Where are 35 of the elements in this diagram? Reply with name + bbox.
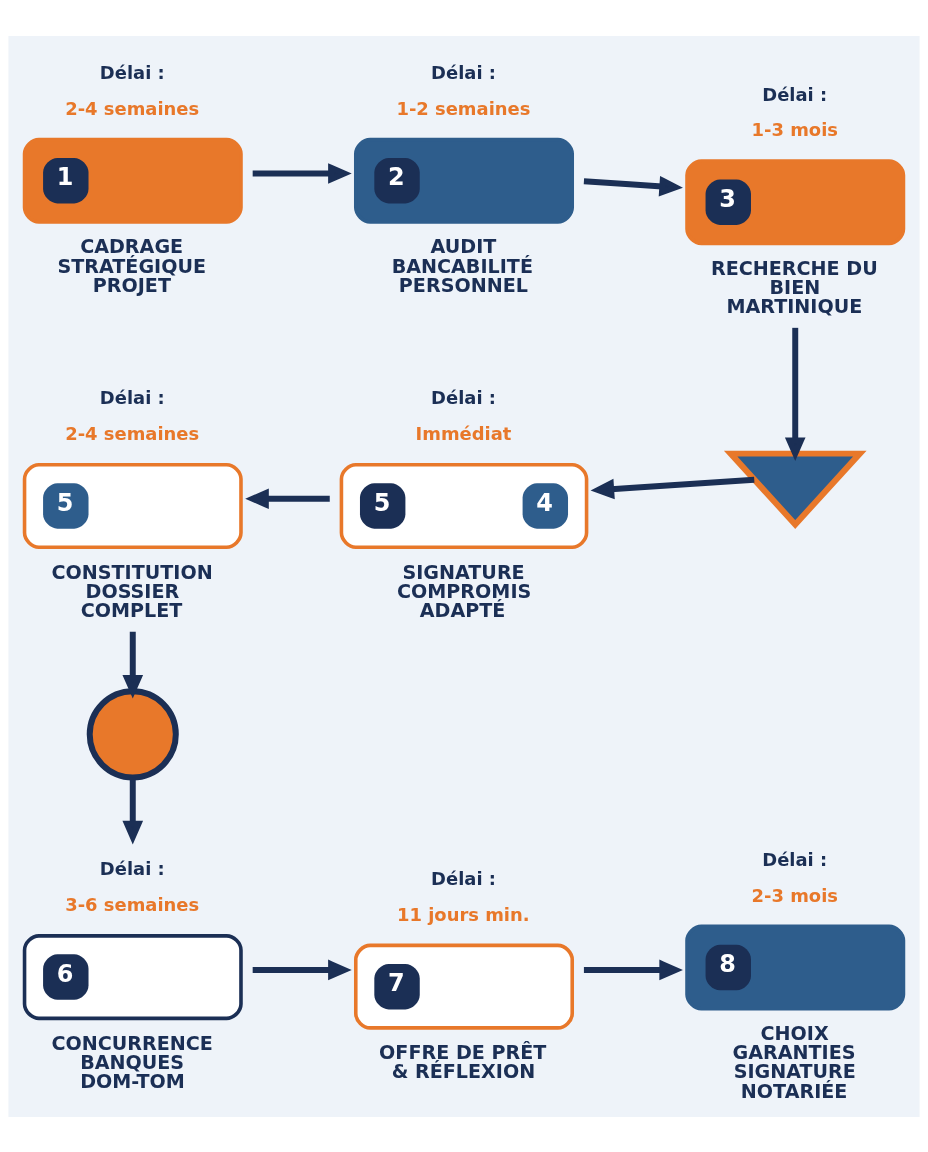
node-label: CONCURRENCE BANQUES DOM-TOM xyxy=(51,1031,213,1093)
node-label: 2-4 semaines xyxy=(65,97,200,119)
node-label: 11 jours min. xyxy=(397,903,530,925)
node-label: 1-3 mois xyxy=(751,118,839,140)
node-chevron xyxy=(723,450,867,529)
node-label: Délai : xyxy=(762,83,828,105)
node-label: 2-3 mois xyxy=(751,884,839,906)
node-label: 3-6 semaines xyxy=(65,893,200,915)
arrow xyxy=(583,175,683,197)
arrow xyxy=(122,631,144,699)
node-label: RECHERCHE DU BIEN MARTINIQUE xyxy=(710,256,878,318)
node-label: SIGNATURE COMPROMIS ADAPTÉ xyxy=(397,560,532,622)
node-label: Délai : xyxy=(431,867,496,889)
arrow xyxy=(252,162,352,184)
node-label: CONSTITUTION DOSSIER COMPLET xyxy=(51,560,213,622)
node-label: CHOIX GARANTIES SIGNATURE NOTARIÉE xyxy=(732,1021,856,1103)
arrow xyxy=(590,476,755,499)
node-label: AUDIT BANCABILITÉ PERSONNEL xyxy=(391,234,533,297)
arrow xyxy=(245,487,330,509)
arrow xyxy=(252,959,352,980)
arrow xyxy=(122,777,144,844)
node-circle xyxy=(86,687,179,780)
arrow xyxy=(583,959,683,980)
node-label: Délai : xyxy=(99,61,165,83)
node-label: 2-4 semaines xyxy=(65,422,200,444)
node-label: 1-2 semaines xyxy=(396,97,531,119)
node-label: Délai : xyxy=(99,386,165,408)
node-label: Délai : xyxy=(99,857,165,879)
arrow xyxy=(784,327,806,461)
node-label: Délai : xyxy=(431,61,496,83)
node-label: CADRAGE STRATÉGIQUE PROJET xyxy=(57,234,207,297)
node-label: OFFRE DE PRÊT & RÉFLEXION xyxy=(379,1040,547,1083)
node-label: Délai : xyxy=(431,386,496,408)
node-label: Immédiat xyxy=(415,422,512,444)
node-label: Délai : xyxy=(762,848,828,870)
